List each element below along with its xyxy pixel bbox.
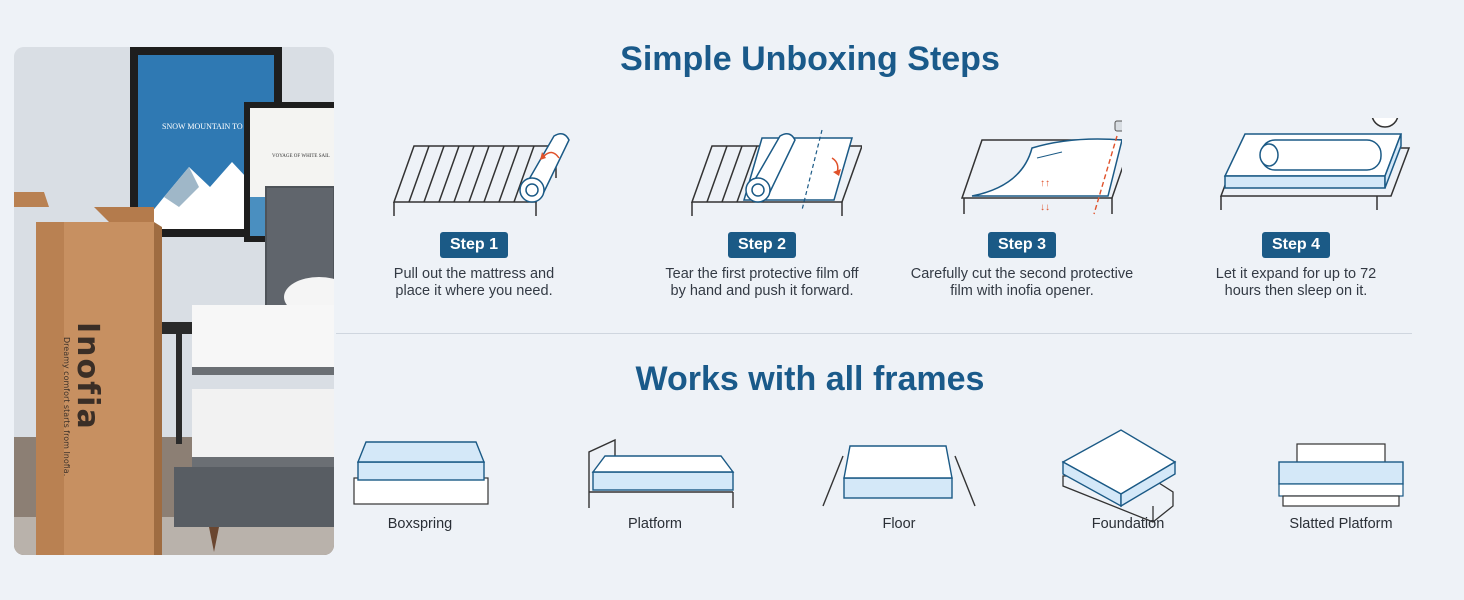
step-4-desc-line1: Let it expand for up to 72 bbox=[1215, 266, 1377, 282]
mattress-box: Inofia Dreamy comfort starts from Inofia… bbox=[14, 192, 162, 555]
step-2-desc-line1: Tear the first protective film off bbox=[665, 266, 859, 282]
poster1-text: SNOW MOUNTAIN TO bbox=[162, 122, 243, 131]
box-brand: Inofia bbox=[70, 322, 105, 431]
step-3-badge: Step 3 bbox=[987, 232, 1056, 258]
frame-slatted-platform: Slatted Platform bbox=[1241, 438, 1441, 532]
poster2-text: VOYAGE OF WHITE SAIL bbox=[272, 154, 330, 159]
frame-foundation-label: Foundation bbox=[1091, 516, 1165, 532]
step-1-desc-line2: place it where you need. bbox=[395, 283, 553, 299]
step-3-desc-line2: film with inofia opener. bbox=[950, 283, 1094, 299]
step-3-illustration: ↑↑ ↓↓ bbox=[960, 120, 1122, 215]
step-4: 72h Step 4 Let it expand for up to 72 ho… bbox=[1166, 118, 1426, 300]
svg-text:↓↓: ↓↓ bbox=[1040, 202, 1050, 213]
frames-title: Works with all frames bbox=[635, 360, 985, 398]
frame-boxspring-label: Boxspring bbox=[387, 516, 453, 532]
poster-snow-mountain: SNOW MOUNTAIN TO bbox=[130, 47, 282, 237]
floor-icon bbox=[822, 445, 976, 507]
frame-floor-label: Floor bbox=[882, 516, 916, 532]
frame-slatted-platform-label: Slatted Platform bbox=[1289, 516, 1393, 532]
step-1-illustration bbox=[392, 133, 570, 216]
step-1-desc-line1: Pull out the mattress and bbox=[393, 266, 555, 282]
frame-boxspring: Boxspring bbox=[320, 438, 520, 532]
step-2-desc-line2: by hand and push it forward. bbox=[670, 283, 854, 299]
step-3: ↑↑ ↓↓ Step 3 Carefully cut the second pr… bbox=[892, 118, 1152, 300]
svg-text:↑↑: ↑↑ bbox=[1040, 178, 1050, 189]
platform-icon bbox=[588, 438, 735, 508]
frame-platform-label: Platform bbox=[628, 516, 682, 532]
step-4-badge: Step 4 bbox=[1261, 232, 1330, 258]
step-4-desc-line2: hours then sleep on it. bbox=[1224, 283, 1368, 299]
timer-72h-icon: 72h bbox=[1376, 118, 1393, 121]
step-1: Step 1 Pull out the mattress and place i… bbox=[344, 118, 604, 300]
frame-foundation: Foundation bbox=[1028, 426, 1228, 532]
unboxing-title: Simple Unboxing Steps bbox=[620, 40, 1000, 78]
step-2: Step 2 Tear the first protective film of… bbox=[632, 118, 892, 300]
product-photo: SNOW MOUNTAIN TO VOYAGE OF WHITE SAIL bbox=[14, 47, 334, 555]
box-tagline: Dreamy comfort starts from Inofia. bbox=[62, 337, 71, 476]
step-3-desc-line1: Carefully cut the second protective bbox=[910, 266, 1134, 282]
slatted-platform-icon bbox=[1278, 443, 1404, 507]
step-2-badge: Step 2 bbox=[727, 232, 796, 258]
boxspring-icon bbox=[353, 441, 489, 505]
step-2-illustration bbox=[690, 129, 862, 216]
frame-platform: Platform bbox=[555, 438, 755, 532]
frame-floor: Floor bbox=[799, 438, 999, 532]
step-4-illustration: 72h bbox=[1219, 118, 1411, 210]
step-1-badge: Step 1 bbox=[439, 232, 508, 258]
section-divider bbox=[336, 333, 1412, 334]
foundation-icon bbox=[1061, 429, 1177, 523]
